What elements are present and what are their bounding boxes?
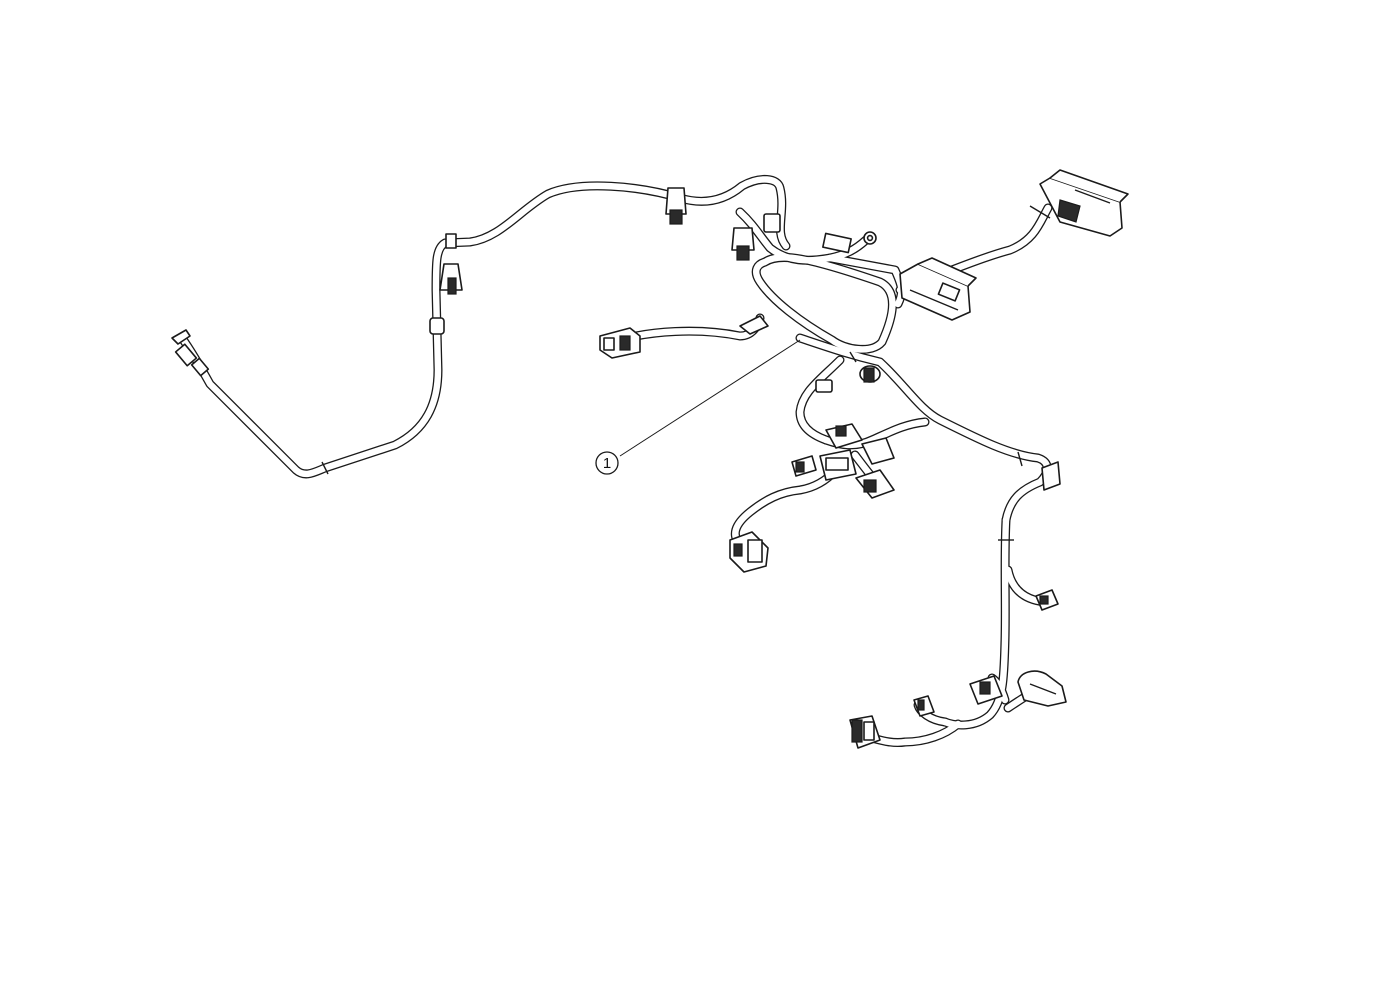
connector-bottom-left — [849, 715, 881, 749]
callout-leader-line — [619, 339, 801, 457]
clip-2 — [429, 317, 445, 335]
clip-trunk-right — [1041, 461, 1061, 491]
connector-lower-left — [729, 531, 769, 573]
callout-1: 1 — [595, 339, 801, 475]
connector-right-drop — [1035, 589, 1059, 611]
connector-left-mid — [599, 315, 769, 359]
push-clip-4 — [731, 227, 755, 261]
grommet — [815, 365, 881, 393]
callout-circle — [595, 451, 619, 475]
ring-terminal-left — [171, 329, 210, 377]
eyelet-terminal — [822, 231, 877, 254]
clip-5 — [763, 213, 781, 233]
callout-number: 1 — [603, 455, 611, 472]
connector-bottom-right — [969, 670, 1067, 707]
connector-mid-right — [899, 257, 977, 321]
connector-top-right — [1029, 169, 1129, 237]
connector-bottom-mid — [913, 695, 935, 717]
connector-cluster-center — [791, 423, 895, 499]
push-clip-1 — [439, 233, 463, 295]
push-clip-3 — [665, 187, 687, 225]
connectors — [171, 169, 1129, 749]
